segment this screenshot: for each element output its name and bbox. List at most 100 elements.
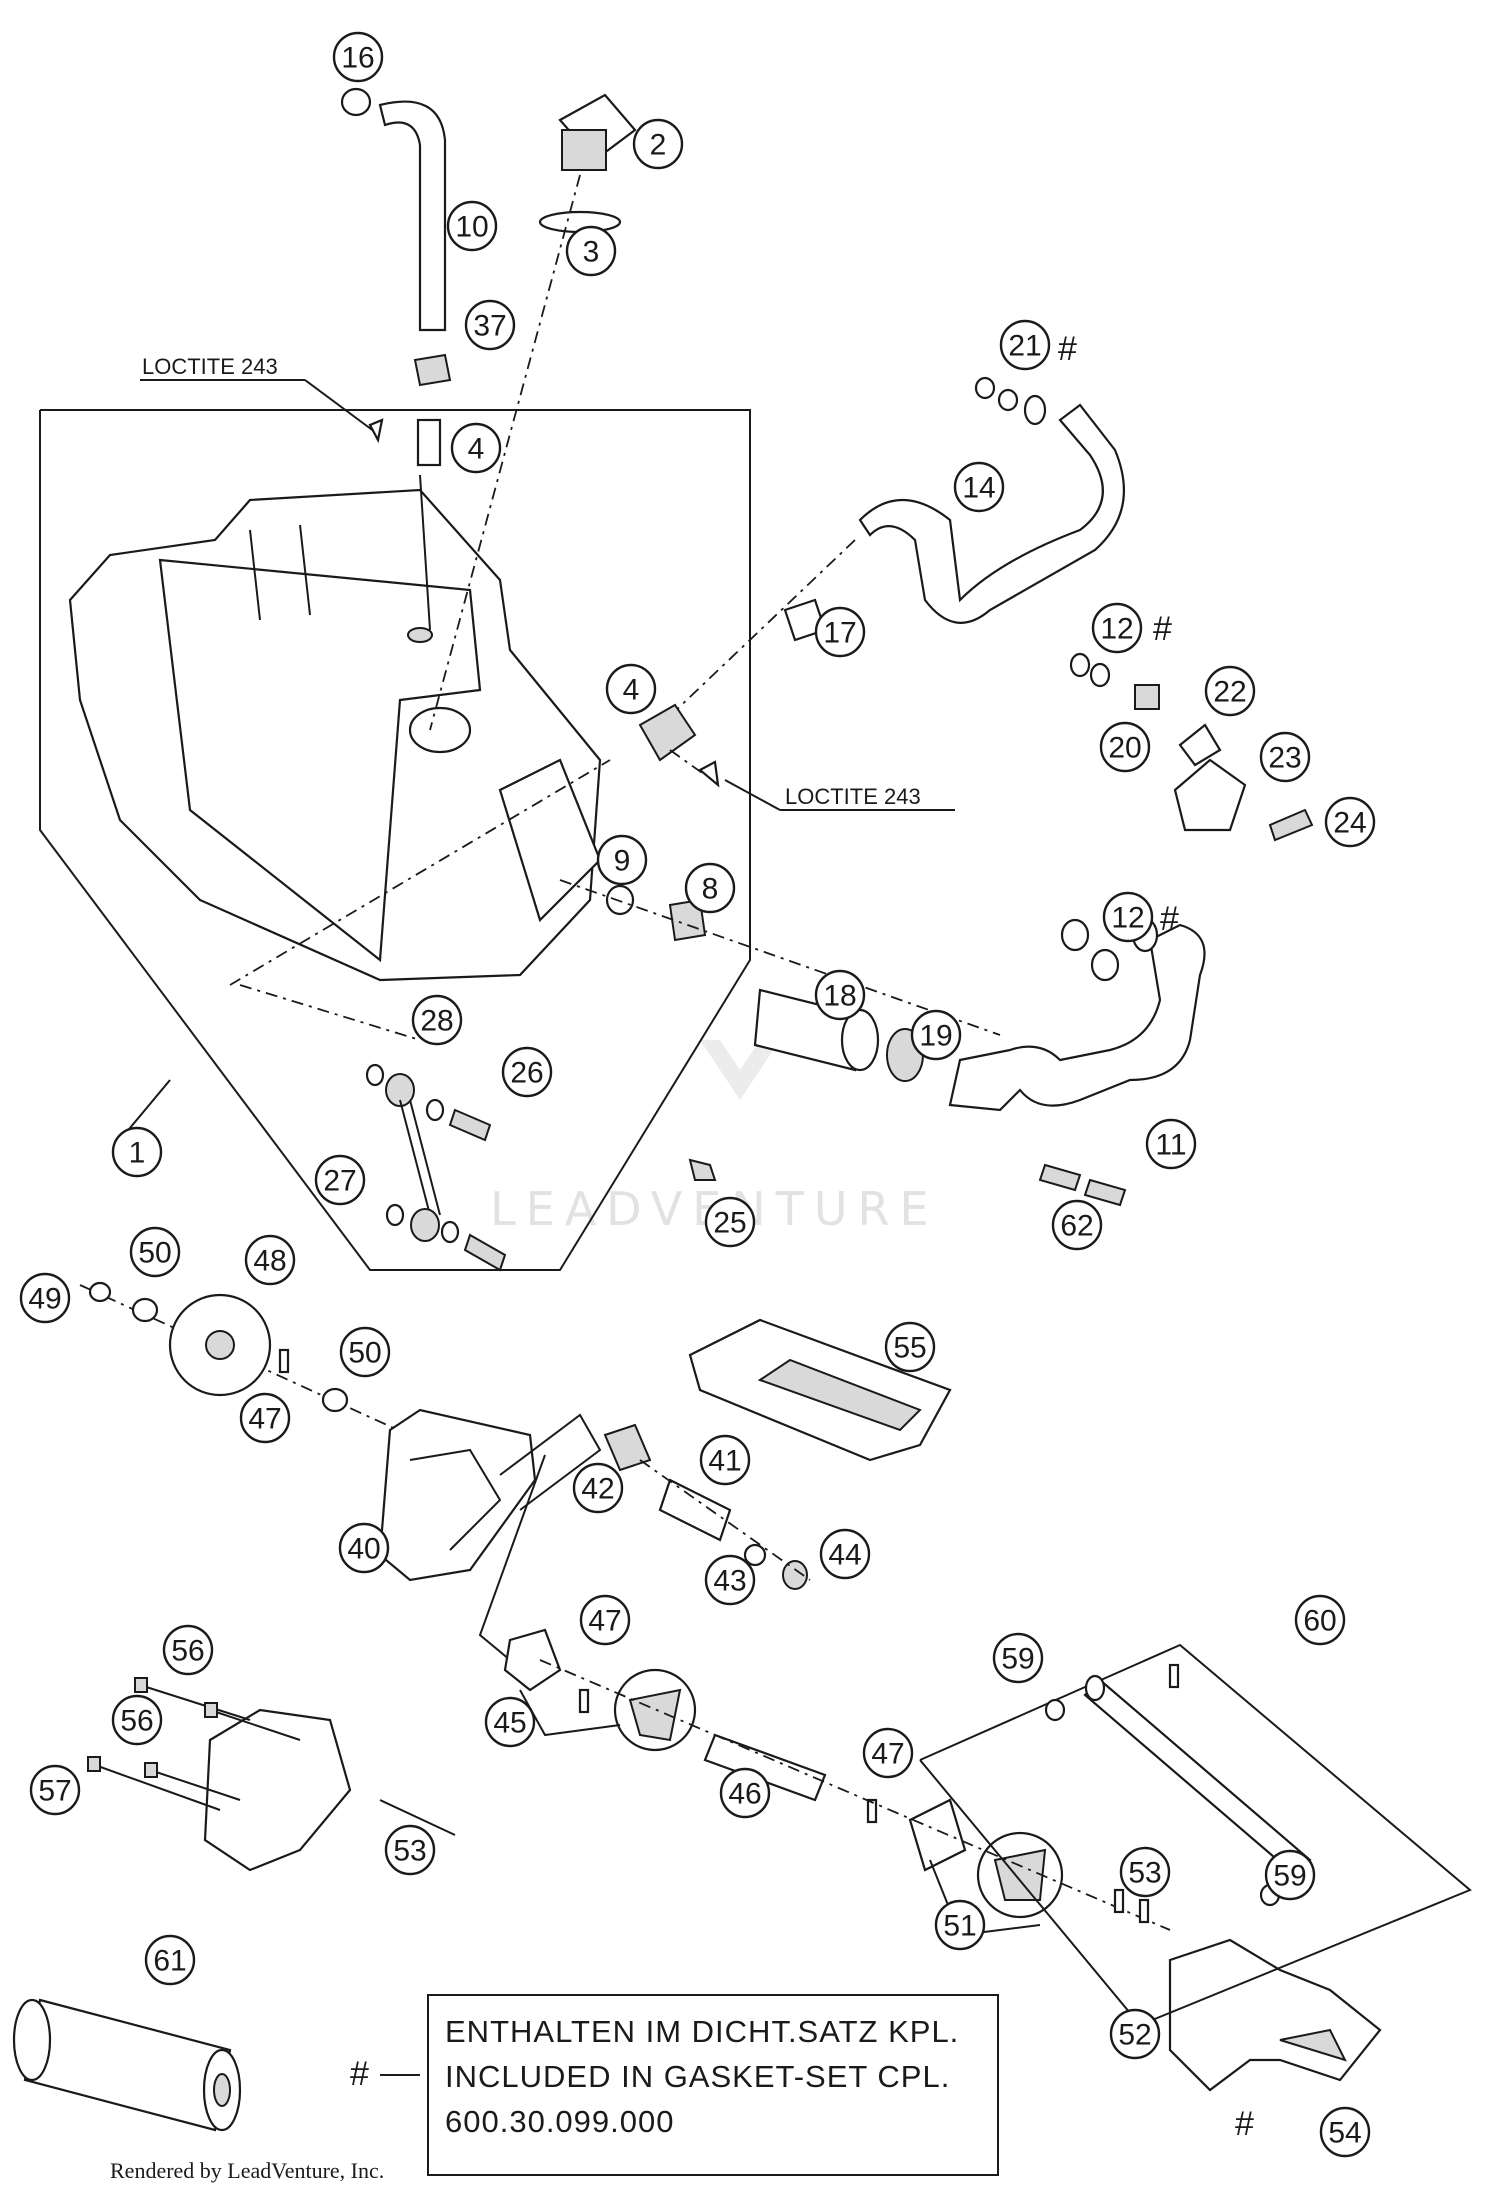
callout-53: 53 <box>1119 1846 1171 1898</box>
oil-tank <box>68 488 602 982</box>
svg-text:#: # <box>1160 900 1179 938</box>
callout-56: 56 <box>111 1694 163 1746</box>
callout-number: 4 <box>623 674 640 707</box>
callout-37: 37 <box>464 299 516 351</box>
callout-10: 10 <box>446 200 498 252</box>
gasket-set-legend: ENTHALTEN IM DICHT.SATZ KPL. INCLUDED IN… <box>380 1994 999 2176</box>
hash-marks: # # # # # <box>350 330 1254 2143</box>
loctite-note-right: LOCTITE 243 <box>724 779 955 811</box>
oil-hose-14 <box>649 376 1126 736</box>
callout-9: 9 <box>596 834 648 886</box>
callout-16: 16 <box>332 31 384 83</box>
callout-45: 45 <box>484 1696 536 1748</box>
callout-number: 48 <box>253 1245 286 1278</box>
callout-number: 61 <box>153 1945 186 1978</box>
callout-number: 57 <box>38 1775 71 1808</box>
svg-text:#: # <box>1235 2105 1254 2143</box>
callout-51: 51 <box>934 1899 986 1951</box>
callout-number: 21 <box>1008 330 1041 363</box>
callout-number: 18 <box>823 980 856 1013</box>
legend-line-en: INCLUDED IN GASKET-SET CPL. <box>445 2059 950 2094</box>
callout-number: 60 <box>1303 1605 1336 1638</box>
loctite-note-top: LOCTITE 243 <box>140 354 384 444</box>
callout-number: 52 <box>1118 2019 1151 2052</box>
callout-number: 47 <box>871 1738 904 1771</box>
callout-24: 24 <box>1324 796 1376 848</box>
callout-number: 56 <box>171 1635 204 1668</box>
loctite-label-right: LOCTITE 243 <box>785 784 921 809</box>
callout-25: 25 <box>704 1196 756 1248</box>
outer-pump-cover <box>87 1677 456 1872</box>
callout-number: 45 <box>493 1707 526 1740</box>
strainer-tray <box>688 1318 952 1462</box>
callout-60: 60 <box>1294 1594 1346 1646</box>
bolts <box>688 1158 1127 1207</box>
callout-number: 50 <box>348 1337 381 1370</box>
callout-number: 2 <box>650 129 667 162</box>
callout-4: 4 <box>450 422 502 474</box>
callout-46: 46 <box>719 1767 771 1819</box>
svg-text:#: # <box>350 2055 369 2093</box>
callout-number: 12 <box>1100 613 1133 646</box>
callout-number: 47 <box>248 1403 281 1436</box>
fitting-4-right <box>638 703 720 788</box>
callout-1: 1 <box>111 1126 163 1178</box>
callout-59: 59 <box>1264 1849 1316 1901</box>
callout-number: 55 <box>893 1332 926 1365</box>
callout-47: 47 <box>862 1727 914 1779</box>
callout-number: 43 <box>713 1565 746 1598</box>
callout-number: 14 <box>962 472 995 505</box>
callout-17: 17 <box>814 606 866 658</box>
callout-56: 56 <box>162 1624 214 1676</box>
callout-28: 28 <box>411 994 463 1046</box>
callout-12: 12 <box>1102 891 1154 943</box>
callout-2: 2 <box>632 118 684 170</box>
callout-number: 28 <box>420 1005 453 1038</box>
callout-number: 19 <box>919 1020 952 1053</box>
pump-drive-gear <box>79 1281 421 1441</box>
callout-42: 42 <box>572 1462 624 1514</box>
callout-number: 49 <box>28 1283 61 1316</box>
callout-number: 44 <box>828 1539 861 1572</box>
callout-number: 17 <box>823 617 856 650</box>
callout-52: 52 <box>1109 2008 1161 2060</box>
callout-4: 4 <box>605 663 657 715</box>
callout-40: 40 <box>338 1522 390 1574</box>
svg-text:#: # <box>1058 330 1077 368</box>
callout-44: 44 <box>819 1528 871 1580</box>
callout-57: 57 <box>29 1764 81 1816</box>
callout-number: 12 <box>1111 902 1144 935</box>
callout-number: 40 <box>347 1533 380 1566</box>
render-credit: Rendered by LeadVenture, Inc. <box>110 2158 384 2183</box>
pump-cover <box>1113 1888 1382 2145</box>
callout-number: 59 <box>1001 1643 1034 1676</box>
callout-61: 61 <box>144 1934 196 1986</box>
callout-43: 43 <box>704 1554 756 1606</box>
callout-number: 53 <box>1128 1857 1161 1890</box>
callout-48: 48 <box>244 1234 296 1286</box>
loctite-label-top: LOCTITE 243 <box>142 354 278 379</box>
callout-number: 53 <box>393 1835 426 1868</box>
callout-number: 10 <box>455 211 488 244</box>
callout-number: 59 <box>1273 1860 1306 1893</box>
callout-11: 11 <box>1145 1118 1197 1170</box>
callout-number: 3 <box>583 236 600 269</box>
callout-number: 22 <box>1213 676 1246 709</box>
callout-14: 14 <box>953 461 1005 513</box>
callout-number: 1 <box>129 1137 146 1170</box>
callout-55: 55 <box>884 1321 936 1373</box>
breather-hose <box>340 87 452 631</box>
callout-54: 54 <box>1319 2106 1371 2158</box>
callout-number: 24 <box>1333 807 1366 840</box>
callout-41: 41 <box>699 1434 751 1486</box>
callout-49: 49 <box>19 1272 71 1324</box>
oil-pipe-11 <box>948 917 1206 1112</box>
legend-line-de: ENTHALTEN IM DICHT.SATZ KPL. <box>445 2014 959 2049</box>
callout-50: 50 <box>129 1226 181 1278</box>
callout-27: 27 <box>314 1154 366 1206</box>
callout-22: 22 <box>1204 665 1256 717</box>
callout-number: 47 <box>588 1605 621 1638</box>
linkage-rod <box>229 759 611 1272</box>
